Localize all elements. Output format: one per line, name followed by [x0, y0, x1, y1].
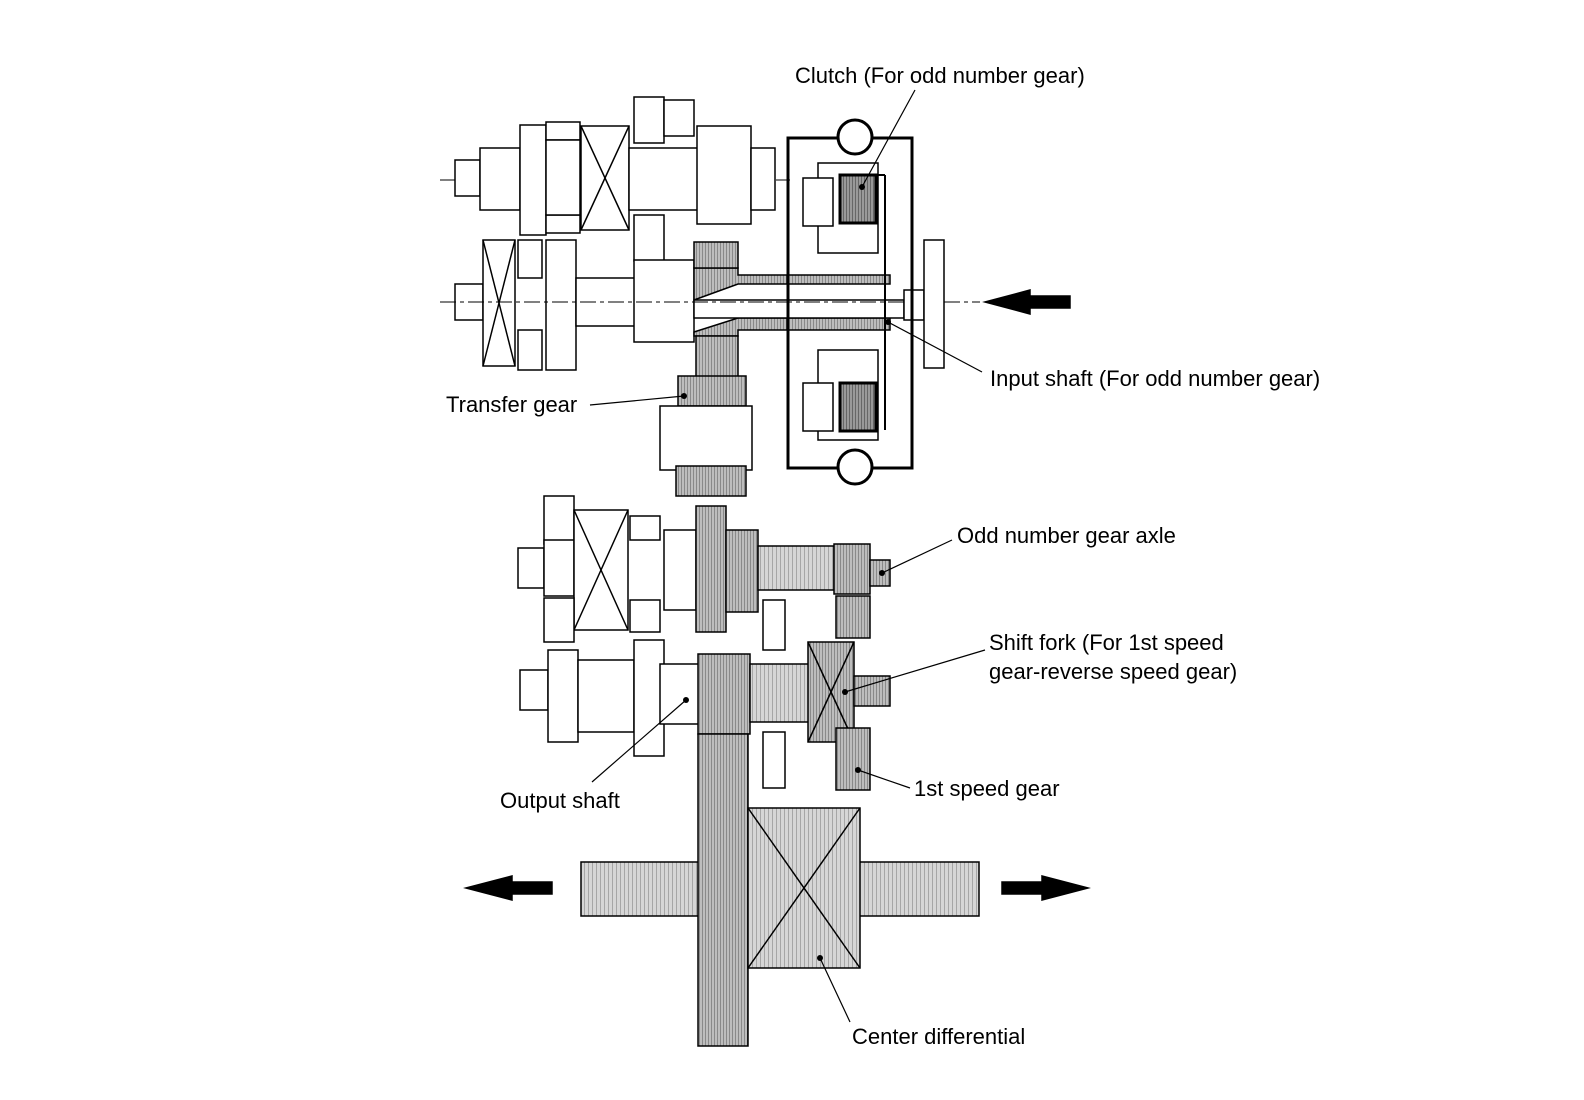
- leader-dots: [681, 184, 891, 961]
- input-shaft-assembly: [440, 239, 980, 371]
- right-output-arrow-icon: [1001, 875, 1091, 901]
- first-speed-gear-label: 1st speed gear: [914, 776, 1060, 801]
- output-shaft-assembly: [519, 639, 891, 791]
- input-arrow-icon: [982, 289, 1071, 315]
- shift-fork-label-line1: Shift fork (For 1st speed: [989, 630, 1224, 655]
- clutch-label: Clutch (For odd number gear): [795, 63, 1085, 88]
- odd-gear-axle-label: Odd number gear axle: [957, 523, 1176, 548]
- input-shaft-label: Input shaft (For odd number gear): [990, 366, 1320, 391]
- center-differential: [580, 733, 980, 1047]
- center-differential-label: Center differential: [852, 1024, 1025, 1049]
- clutch-housing: [786, 118, 914, 486]
- shift-fork-label-line2: gear-reverse speed gear): [989, 659, 1237, 684]
- odd-gear-axle-assembly: [517, 495, 891, 651]
- transfer-gear: [659, 335, 753, 497]
- leader-lines: [589, 89, 986, 1023]
- upper-shaft-assembly: [440, 96, 790, 262]
- left-output-arrow-icon: [463, 875, 553, 901]
- output-shaft-label: Output shaft: [500, 788, 620, 813]
- transfer-gear-label: Transfer gear: [446, 392, 577, 417]
